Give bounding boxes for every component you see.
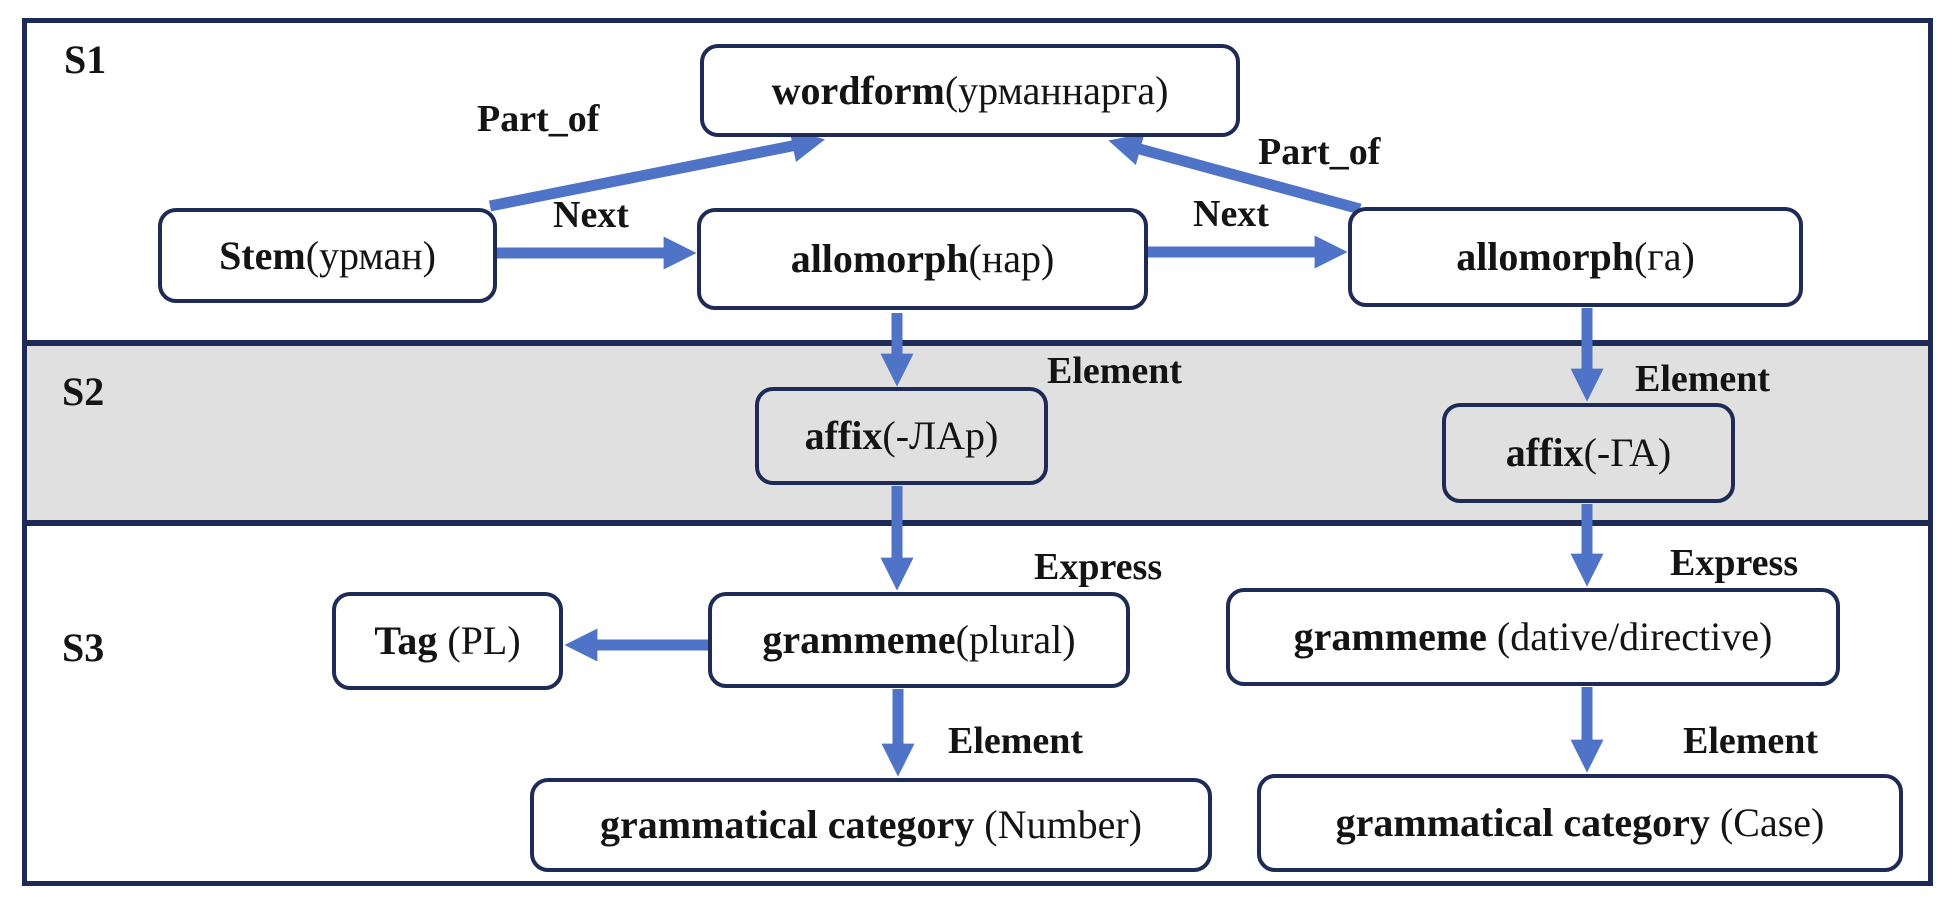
node-grammeme-plural: grammeme(plural) bbox=[708, 592, 1130, 688]
edge-label-element-s3-left: Element bbox=[948, 720, 1084, 762]
edge-label-next-left: Next bbox=[553, 194, 629, 236]
edge-label-element-s2-right: Element bbox=[1635, 358, 1771, 400]
node-grammeme-dative-value: (dative/directive) bbox=[1486, 614, 1773, 659]
node-grammeme-dative: grammeme (dative/directive) bbox=[1226, 588, 1840, 686]
node-grammatical-category-case-keyword: grammatical category bbox=[1335, 800, 1710, 845]
node-affix-ga-value: (-ГА) bbox=[1583, 430, 1672, 475]
node-allomorph-ga-keyword: allomorph bbox=[1456, 234, 1634, 279]
node-allomorph-ga-value: (га) bbox=[1633, 234, 1695, 279]
node-grammatical-category-case: grammatical category (Case) bbox=[1257, 774, 1903, 872]
node-tag-pl-keyword: Tag bbox=[374, 618, 438, 663]
section-label-s3: S3 bbox=[62, 625, 105, 670]
edge-label-element-s3-right: Element bbox=[1683, 720, 1819, 762]
node-grammatical-category-number-keyword: grammatical category bbox=[600, 802, 975, 847]
node-grammatical-category-number: grammatical category (Number) bbox=[530, 778, 1212, 872]
node-tag-pl-value: (PL) bbox=[437, 618, 521, 663]
node-wordform-keyword: wordform bbox=[771, 67, 945, 113]
node-allomorph-ga: allomorph(га) bbox=[1348, 207, 1803, 307]
node-wordform-value: (урманнарга) bbox=[944, 67, 1169, 113]
node-stem-value: (урман) bbox=[305, 232, 436, 278]
node-allomorph-nar: allomorph(нар) bbox=[697, 208, 1148, 310]
edge-label-next-right: Next bbox=[1193, 193, 1269, 235]
edge-label-express-right: Express bbox=[1670, 542, 1799, 584]
section-label-s2: S2 bbox=[62, 369, 105, 414]
arrow-part-of-right bbox=[1108, 133, 1362, 215]
node-affix-lar-value: (-ЛАр) bbox=[882, 413, 999, 458]
section-label-s1: S1 bbox=[64, 37, 107, 82]
edge-label-express-left: Express bbox=[1034, 546, 1163, 588]
node-grammatical-category-number-value: (Number) bbox=[974, 802, 1142, 847]
node-affix-ga-keyword: affix bbox=[1505, 430, 1584, 475]
edge-label-part-of-right: Part_of bbox=[1258, 131, 1381, 173]
node-grammeme-plural-value: (plural) bbox=[955, 617, 1076, 662]
arrow-part-of-left bbox=[488, 129, 826, 212]
node-grammeme-plural-keyword: grammeme bbox=[762, 617, 956, 662]
node-allomorph-nar-value: (нар) bbox=[968, 236, 1055, 281]
node-grammeme-dative-keyword: grammeme bbox=[1293, 614, 1487, 659]
node-grammatical-category-case-value: (Case) bbox=[1709, 800, 1825, 845]
node-tag-pl: Tag (PL) bbox=[332, 592, 563, 690]
node-affix-lar: affix(-ЛАр) bbox=[755, 387, 1048, 485]
node-stem-keyword: Stem bbox=[219, 232, 306, 278]
edge-label-element-s2-left: Element bbox=[1047, 350, 1183, 392]
node-wordform: wordform(урманнарга) bbox=[700, 44, 1240, 137]
node-stem: Stem(урман) bbox=[158, 208, 497, 303]
node-affix-ga: affix(-ГА) bbox=[1442, 403, 1735, 503]
node-allomorph-nar-keyword: allomorph bbox=[790, 236, 969, 281]
node-affix-lar-keyword: affix bbox=[804, 413, 883, 458]
edge-label-part-of-left: Part_of bbox=[477, 98, 600, 140]
